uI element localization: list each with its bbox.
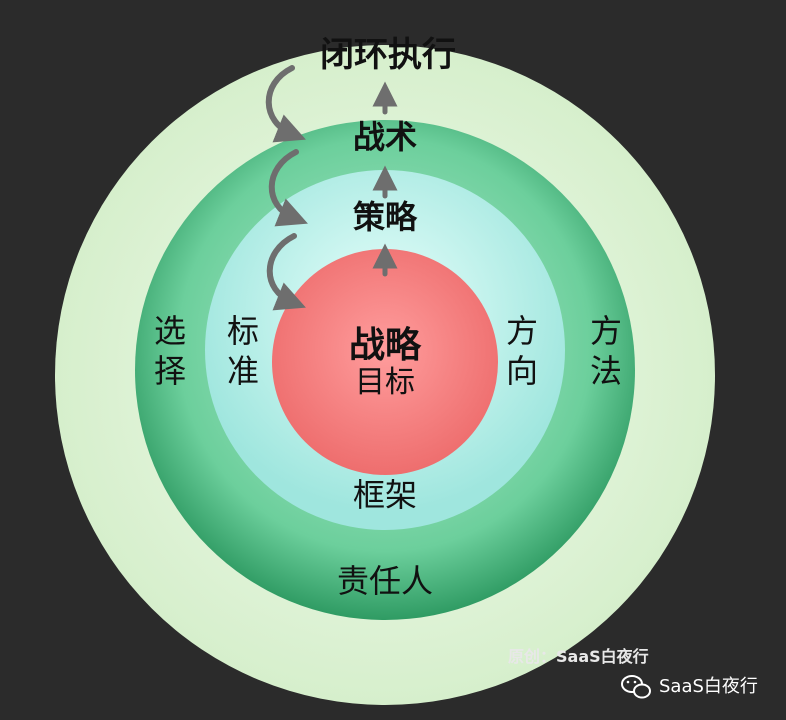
label-direction-2: 向: [506, 352, 538, 390]
label-core-title: 战略: [349, 325, 422, 366]
account-badge: SaaS白夜行: [621, 675, 758, 699]
core-circle: [272, 249, 498, 475]
label-responsible-person: 责任人: [337, 562, 433, 600]
label-choice-2: 择: [154, 352, 186, 390]
wechat-icon: [621, 675, 651, 699]
label-core-sub: 目标: [355, 365, 415, 400]
curved-arrow-2: [268, 149, 308, 227]
label-standard-2: 准: [227, 352, 259, 390]
label-strategy-plan: 策略: [353, 198, 418, 236]
account-name: SaaS白夜行: [659, 676, 758, 697]
label-choice-1: 选: [154, 312, 186, 350]
label-standard-1: 标: [227, 312, 259, 350]
label-framework: 框架: [353, 476, 417, 514]
label-method-2: 法: [590, 352, 622, 390]
curved-arrow-3: [265, 65, 306, 143]
watermark-original: 原创：SaaS白夜行: [508, 647, 649, 666]
label-method-1: 方: [590, 312, 622, 350]
curved-arrows: [265, 65, 308, 311]
label-direction-1: 方: [506, 312, 538, 350]
curved-arrow-1: [266, 233, 306, 311]
label-tactics: 战术: [353, 118, 417, 156]
label-closed-loop-execution: 闭环执行: [320, 35, 456, 75]
